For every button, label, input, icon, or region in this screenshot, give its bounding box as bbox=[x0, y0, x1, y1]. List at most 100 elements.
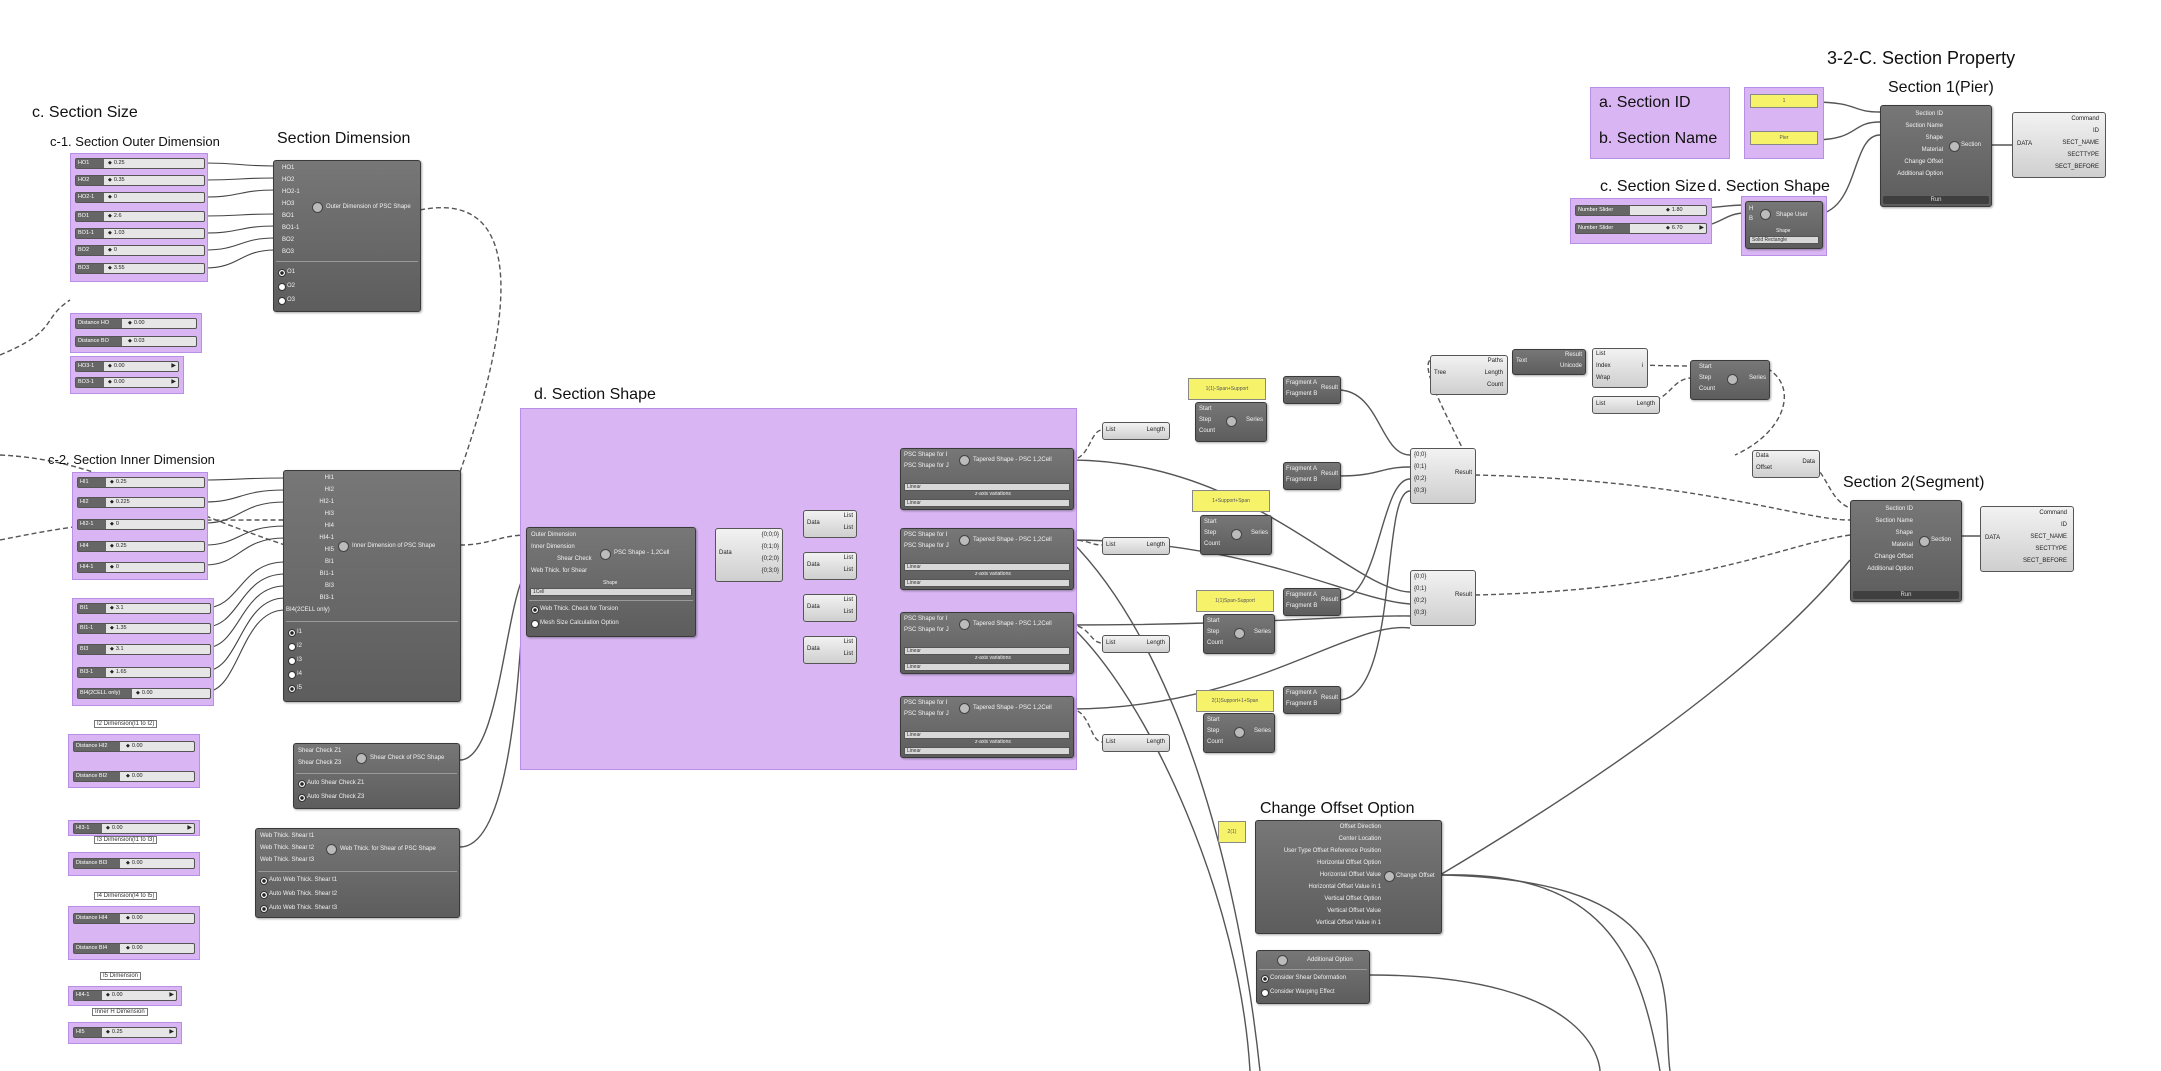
size-slider-2[interactable]: Number Slider6.70▶ bbox=[1575, 223, 1707, 234]
option-i3[interactable]: I3 bbox=[288, 657, 302, 665]
slider-distance-hi4[interactable]: Distance HI40.00 bbox=[73, 913, 195, 924]
additional-option-component[interactable]: Additional Option Consider Shear Deforma… bbox=[1256, 950, 1370, 1004]
slider-bi1[interactable]: BI13.1 bbox=[77, 603, 211, 614]
change-offset-component[interactable]: Offset Direction Center Location User Ty… bbox=[1255, 820, 1442, 934]
slider-ho2-1[interactable]: HO2-10 bbox=[75, 192, 205, 203]
slider-bi4[interactable]: BI4(2CELL only)0.00 bbox=[77, 688, 211, 699]
name-panel[interactable]: Pier bbox=[1750, 131, 1818, 145]
inner-dimension-component[interactable]: HI1 HI2 HI2-1 HI3 HI4 HI4-1 HI5 BI1 BI1-… bbox=[283, 470, 461, 702]
slider-ho3-1[interactable]: HO3-10.00▶ bbox=[75, 361, 179, 372]
slider-distance-hi2[interactable]: Distance HI20.00 bbox=[73, 741, 195, 752]
option-auto-shear-z3[interactable]: Auto Shear Check Z3 bbox=[298, 794, 364, 802]
slider-hi4[interactable]: HI40.25 bbox=[77, 541, 205, 552]
slider-bi3-1[interactable]: BI3-11.65 bbox=[77, 667, 211, 678]
entwine-2[interactable]: {0;0}{0;1} {0;2}{0;3} Result bbox=[1410, 570, 1476, 626]
slider-bo3[interactable]: BO33.55 bbox=[75, 263, 205, 274]
option-mesh-size[interactable]: Mesh Size Calculation Option bbox=[531, 620, 619, 628]
text-to-unicode[interactable]: Text Result Unicode bbox=[1512, 349, 1586, 375]
option-o3[interactable]: O3 bbox=[278, 297, 295, 305]
option-o2[interactable]: O2 bbox=[278, 283, 295, 291]
option-auto-web-t1[interactable]: Auto Web Thick. Shear t1 bbox=[260, 877, 337, 885]
slider-hi4-1b[interactable]: HI4-10.00▶ bbox=[73, 990, 177, 1001]
offset-panel[interactable]: 2(1) bbox=[1218, 821, 1246, 843]
option-warping-effect[interactable]: Consider Warping Effect bbox=[1261, 989, 1335, 997]
option-i4[interactable]: I4 bbox=[288, 671, 302, 679]
section1-component[interactable]: Section ID Section Name Shape Material C… bbox=[1880, 105, 1992, 207]
tree-statistics[interactable]: Tree Paths Length Count bbox=[1430, 355, 1508, 395]
yellow-panel-2[interactable]: 1+Support+Span bbox=[1192, 490, 1270, 512]
option-i2[interactable]: I2 bbox=[288, 643, 302, 651]
slider-hi2-1[interactable]: HI2-10 bbox=[77, 519, 205, 530]
yellow-panel-1[interactable]: 1(1)-Span+Support bbox=[1188, 378, 1266, 400]
shear-check-component[interactable]: Shear Check Z1 Shear Check Z3 Shear Chec… bbox=[293, 743, 460, 809]
entwine-1[interactable]: {0;0}{0;1} {0;2}{0;3} Result bbox=[1410, 448, 1476, 504]
slider-hi3-1[interactable]: HI3-10.00▶ bbox=[73, 823, 195, 834]
id-panel[interactable]: 1 bbox=[1750, 94, 1818, 108]
option-auto-shear-z1[interactable]: Auto Shear Check Z1 bbox=[298, 780, 364, 788]
slider-hi4-1[interactable]: HI4-10 bbox=[77, 562, 205, 573]
shape-dropdown[interactable]: Solid Rectangle bbox=[1749, 236, 1819, 244]
tree-explode-component[interactable]: Data {0;0;0} {0;1;0} {0;2;0} {0;3;0} bbox=[715, 528, 783, 582]
option-i5[interactable]: I5 bbox=[288, 685, 302, 693]
slider-hi1[interactable]: HI10.25 bbox=[77, 477, 205, 488]
slider-bo1-1[interactable]: BO1-11.03 bbox=[75, 228, 205, 239]
slider-distance-bo[interactable]: Distance BO0.03 bbox=[75, 336, 197, 347]
option-o1[interactable]: O1 bbox=[278, 269, 295, 277]
slider-hi5[interactable]: HI50.25▶ bbox=[73, 1027, 177, 1038]
psc-cell-dropdown[interactable]: 1Cell bbox=[530, 588, 692, 596]
slider-distance-ho[interactable]: Distance HO0.00 bbox=[75, 318, 197, 329]
option-shear-deformation[interactable]: Consider Shear Deformation bbox=[1261, 975, 1346, 983]
list-item[interactable]: List Index Wrap i bbox=[1592, 348, 1648, 388]
run-button[interactable]: Run bbox=[1883, 196, 1989, 204]
psc-shape-component[interactable]: Outer Dimension Inner Dimension Shear Ch… bbox=[526, 527, 696, 637]
slider-bo3-1[interactable]: BO3-10.00▶ bbox=[75, 377, 179, 388]
slider-distance-bi3[interactable]: Distance BI30.00 bbox=[73, 858, 195, 869]
slider-bi1-1[interactable]: BI1-11.35 bbox=[77, 623, 211, 634]
slider-ho2[interactable]: HO20.35 bbox=[75, 175, 205, 186]
slider-distance-bi4[interactable]: Distance BI40.00 bbox=[73, 943, 195, 954]
outer-dimension-component[interactable]: HO1 HO2 HO2-1 HO3 BO1 BO1-1 BO2 BO3 Oute… bbox=[273, 160, 421, 312]
midas-out-2[interactable]: DATA Command ID SECT_NAME SECTTYPE SECT_… bbox=[1980, 506, 2074, 572]
slider-bi3[interactable]: BI33.1 bbox=[77, 644, 211, 655]
slider-ho1[interactable]: HO10.25 bbox=[75, 158, 205, 169]
slider-hi2[interactable]: HI20.225 bbox=[77, 497, 205, 508]
option-auto-web-t2[interactable]: Auto Web Thick. Shear t2 bbox=[260, 891, 337, 899]
shift-list[interactable]: Data Offset Data bbox=[1752, 450, 1820, 478]
yellow-panel-4[interactable]: 2(1)Support+1+Span bbox=[1196, 690, 1274, 712]
shape-user-component[interactable]: H B Shape User Shape Solid Rectangle bbox=[1745, 201, 1823, 249]
yellow-panel-3[interactable]: 1(1)Span-Support bbox=[1196, 590, 1274, 612]
slider-bo2[interactable]: BO20 bbox=[75, 245, 205, 256]
option-web-thick-torsion[interactable]: Web Thick. Check for Torsion bbox=[531, 606, 618, 614]
run-button-2[interactable]: Run bbox=[1853, 591, 1959, 599]
section2-component[interactable]: Section ID Section Name Shape Material C… bbox=[1850, 500, 1962, 602]
slider-bo1[interactable]: BO12.6 bbox=[75, 211, 205, 222]
option-auto-web-t3[interactable]: Auto Web Thick. Shear t3 bbox=[260, 905, 337, 913]
web-thick-component[interactable]: Web Thick. Shear t1 Web Thick. Shear t2 … bbox=[255, 828, 460, 918]
size-slider-1[interactable]: Number Slider1.80 bbox=[1575, 205, 1707, 216]
option-i1[interactable]: I1 bbox=[288, 629, 302, 637]
slider-distance-bi2[interactable]: Distance BI20.00 bbox=[73, 771, 195, 782]
midas-out-1[interactable]: DATA Command ID SECT_NAME SECTTYPE SECT_… bbox=[2012, 112, 2106, 178]
